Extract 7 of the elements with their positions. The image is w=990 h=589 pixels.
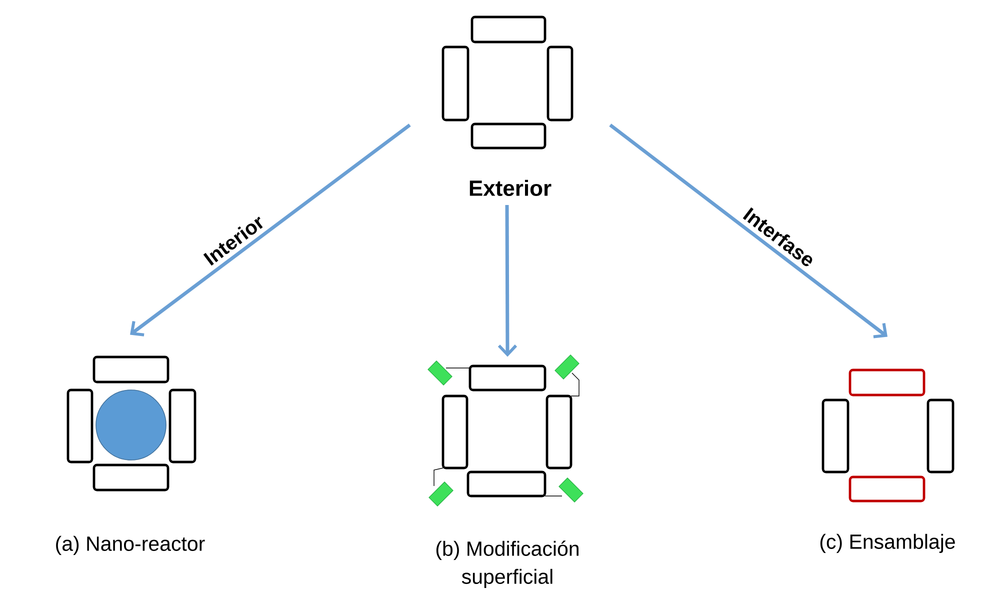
arrow [609,124,888,338]
node-label: (c) Ensamblaje [820,534,955,553]
node-label: Exterior [470,180,552,196]
arrow [130,124,411,336]
node-label: (a) Nano-reactor [56,536,205,555]
node-label: (b) Modificación superficial [436,540,578,588]
arrow [498,204,518,357]
